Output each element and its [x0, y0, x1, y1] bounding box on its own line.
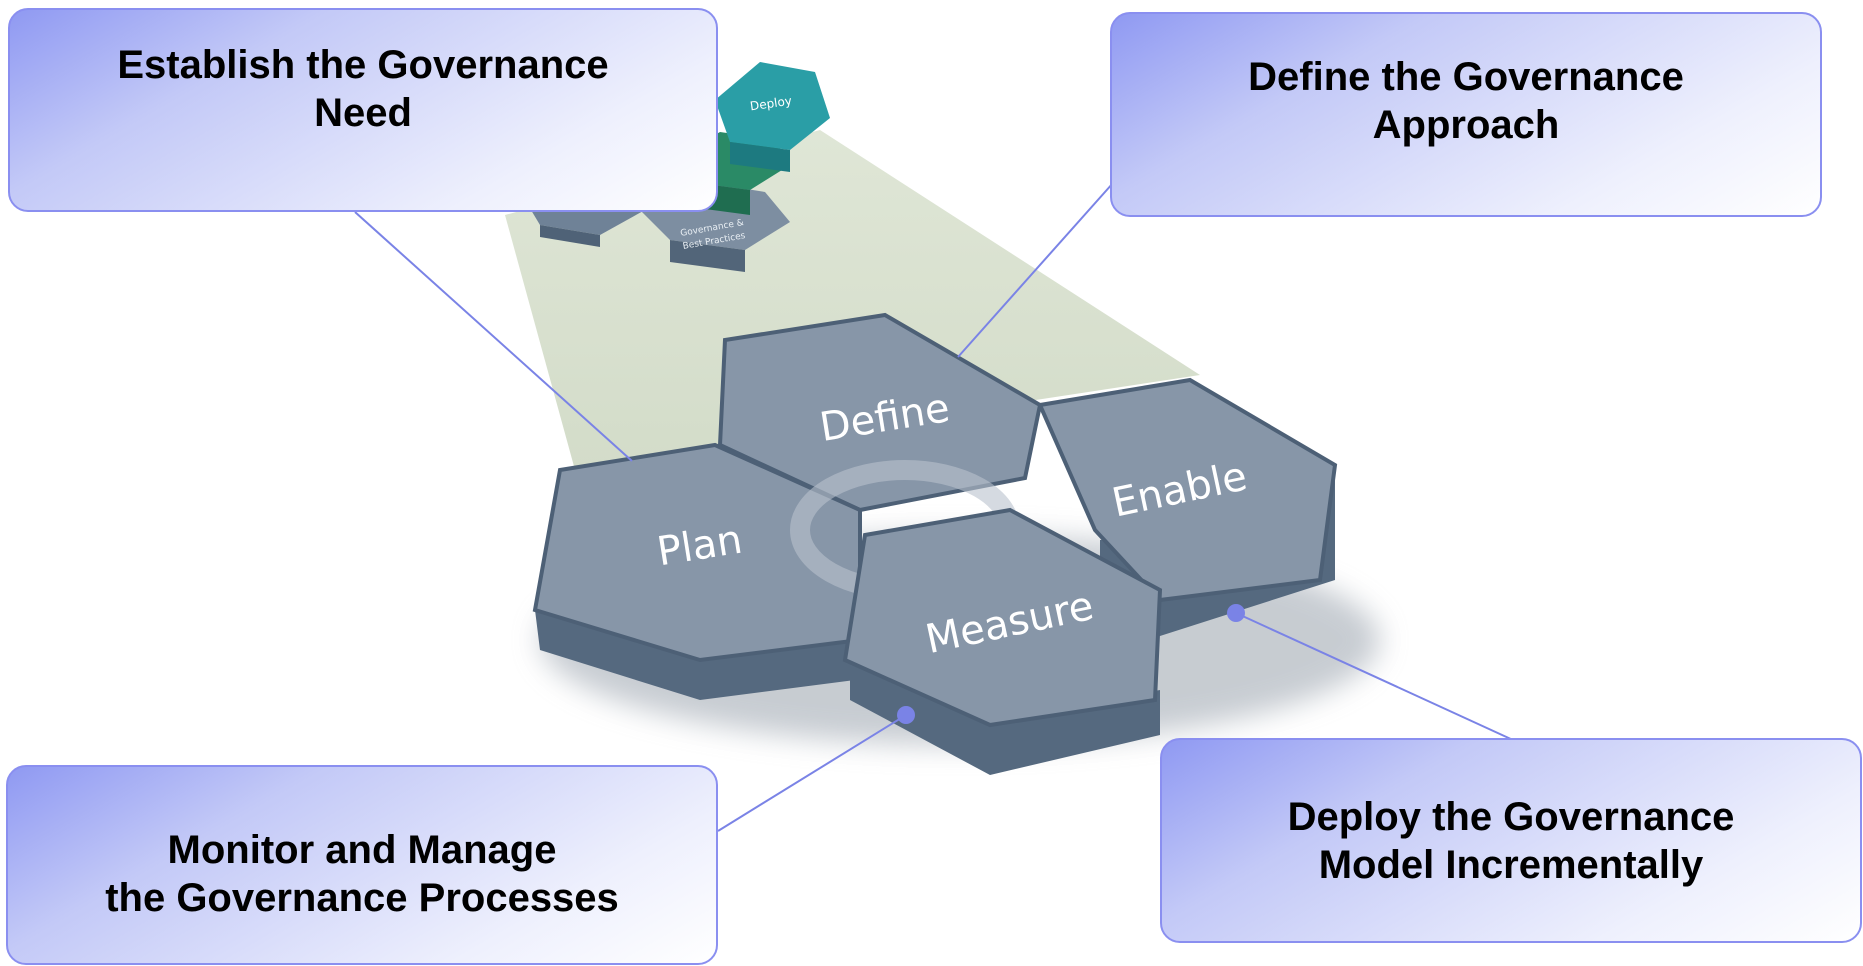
- connector-enable: [1235, 612, 1514, 741]
- callout-deploy-line2: Model Incrementally: [1318, 842, 1704, 887]
- hex-measure-top: [842, 507, 1163, 728]
- hex-measure: Measure: [842, 507, 1163, 775]
- callout-define-line2: Approach: [1372, 102, 1560, 147]
- callout-monitor-line1: Monitor and Manage: [167, 828, 557, 872]
- hex-enable-top: [1037, 377, 1338, 603]
- callout-monitor-line2: the Governance Processes: [105, 876, 619, 920]
- hex-define: Define: [717, 312, 1043, 513]
- callout-establish-line1: Establish the Governance: [117, 43, 609, 87]
- callout-deploy-incrementally: Deploy the Governance Model Incrementall…: [1160, 738, 1862, 943]
- mini-hex-deploy: [715, 62, 830, 150]
- hex-plan: Plan: [532, 442, 862, 700]
- callout-establish-line2: Need: [314, 91, 412, 135]
- connector-measure: [717, 714, 907, 832]
- callout-monitor-manage: Monitor and Manage the Governance Proces…: [6, 765, 718, 965]
- callout-define-line1: Define the Governance: [1248, 54, 1684, 99]
- callout-define-approach: Define the Governance Approach: [1110, 12, 1822, 217]
- callout-establish-need: Establish the Governance Need: [8, 8, 718, 212]
- mini-deploy-label: Deploy: [749, 94, 793, 114]
- hex-define-top: [717, 312, 1043, 513]
- connector-establish: [354, 211, 633, 462]
- callout-deploy-line1: Deploy the Governance: [1287, 794, 1735, 839]
- connector-define: [957, 182, 1114, 358]
